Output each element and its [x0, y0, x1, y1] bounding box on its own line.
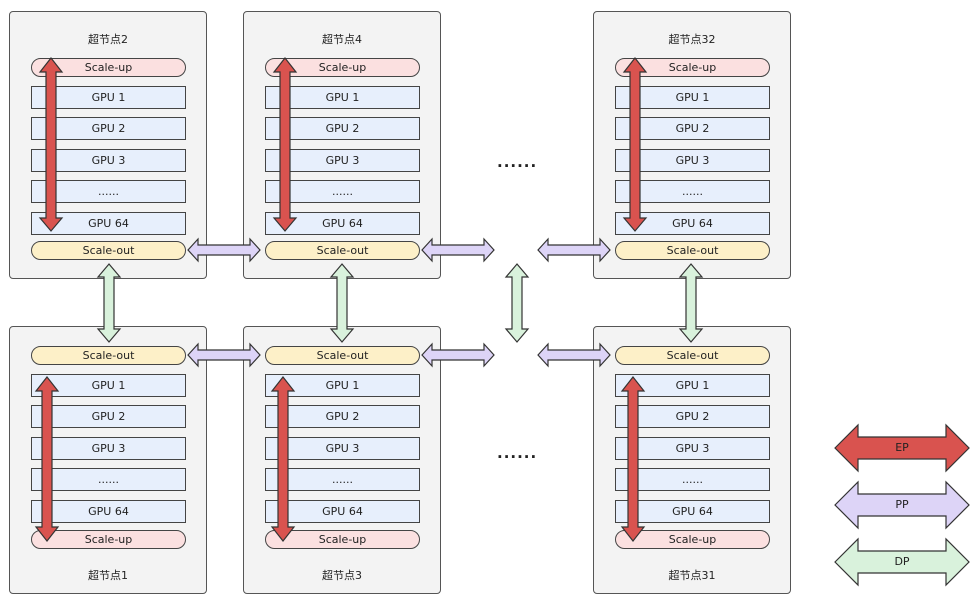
gpu-box: GPU 64: [31, 212, 186, 235]
gpu-box: GPU 64: [265, 500, 420, 523]
gpu-box: GPU 3: [615, 437, 770, 460]
gpu-box: GPU 64: [615, 212, 770, 235]
node-title: 超节点3: [322, 569, 362, 582]
gpu-box: GPU 1: [615, 374, 770, 397]
gpu-box: GPU 3: [31, 437, 186, 460]
gpu-box: GPU 3: [265, 149, 420, 172]
gpu-box: GPU 2: [615, 405, 770, 428]
scale-up-bar: Scale-up: [265, 530, 420, 549]
scale-out-bar: Scale-out: [615, 346, 770, 365]
gpu-box: GPU 3: [615, 149, 770, 172]
node-title: 超节点4: [322, 33, 362, 46]
scale-up-bar: Scale-up: [31, 530, 186, 549]
dp-arrow: [504, 263, 530, 343]
node-title: 超节点2: [88, 33, 128, 46]
super-node-3: Scale-out GPU 1 GPU 2 GPU 3 ...... GPU 6…: [243, 326, 441, 594]
gpu-box: GPU 2: [31, 117, 186, 140]
scale-up-bar: Scale-up: [265, 58, 420, 77]
scale-out-bar: Scale-out: [31, 241, 186, 260]
gpu-box: GPU 2: [615, 117, 770, 140]
gpu-box: GPU 1: [31, 374, 186, 397]
gpu-box: GPU 1: [265, 374, 420, 397]
legend-dp-label: DP: [894, 555, 910, 568]
scale-up-bar: Scale-up: [31, 58, 186, 77]
gpu-box: GPU 1: [31, 86, 186, 109]
node-title: 超节点1: [88, 569, 128, 582]
more-nodes-ellipsis: ......: [497, 444, 538, 462]
gpu-box: ......: [31, 180, 186, 203]
gpu-box: ......: [265, 180, 420, 203]
scale-up-bar: Scale-up: [615, 530, 770, 549]
super-node-32: 超节点32 Scale-up GPU 1 GPU 2 GPU 3 ...... …: [593, 11, 791, 279]
scale-out-bar: Scale-out: [265, 241, 420, 260]
gpu-box: GPU 2: [31, 405, 186, 428]
scale-out-bar: Scale-out: [31, 346, 186, 365]
gpu-box: ......: [31, 468, 186, 491]
gpu-box: ......: [615, 468, 770, 491]
super-node-31: Scale-out GPU 1 GPU 2 GPU 3 ...... GPU 6…: [593, 326, 791, 594]
legend-ep-label: EP: [895, 441, 909, 454]
super-node-1: Scale-out GPU 1 GPU 2 GPU 3 ...... GPU 6…: [9, 326, 207, 594]
gpu-box: GPU 1: [615, 86, 770, 109]
gpu-box: GPU 64: [31, 500, 186, 523]
gpu-box: GPU 64: [615, 500, 770, 523]
gpu-box: ......: [265, 468, 420, 491]
scale-out-bar: Scale-out: [265, 346, 420, 365]
scale-up-bar: Scale-up: [615, 58, 770, 77]
scale-out-bar: Scale-out: [615, 241, 770, 260]
super-node-4: 超节点4 Scale-up GPU 1 GPU 2 GPU 3 ...... G…: [243, 11, 441, 279]
gpu-box: GPU 2: [265, 117, 420, 140]
node-title: 超节点32: [668, 33, 716, 46]
gpu-box: GPU 3: [265, 437, 420, 460]
gpu-box: GPU 3: [31, 149, 186, 172]
node-title: 超节点31: [668, 569, 716, 582]
gpu-box: GPU 1: [265, 86, 420, 109]
more-nodes-ellipsis: ......: [497, 153, 538, 171]
gpu-box: GPU 64: [265, 212, 420, 235]
gpu-box: GPU 2: [265, 405, 420, 428]
gpu-box: ......: [615, 180, 770, 203]
super-node-2: 超节点2 Scale-up GPU 1 GPU 2 GPU 3 ...... G…: [9, 11, 207, 279]
legend-pp-label: PP: [895, 498, 909, 511]
